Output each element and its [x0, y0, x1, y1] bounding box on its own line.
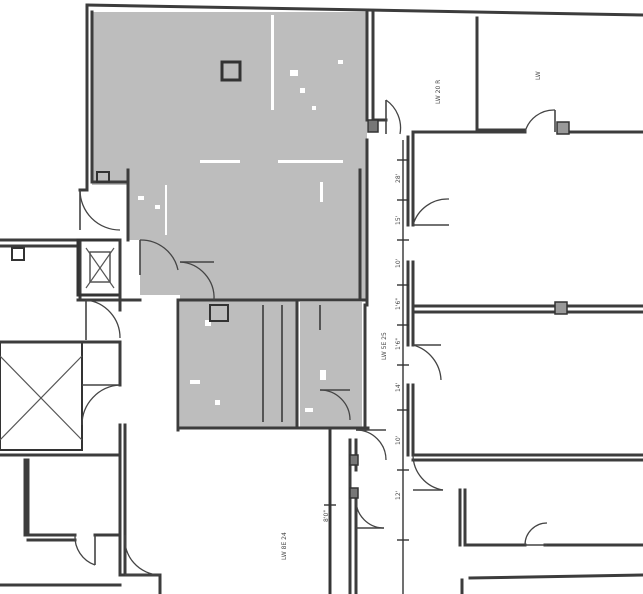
dim-mark-3: 1'6": [395, 298, 402, 310]
dim-mark-4: 1'6": [395, 338, 402, 350]
dim-mark-8: 8'0": [323, 510, 330, 522]
label-top-office: LW 20 R: [435, 80, 442, 104]
dim-mark-2: 10': [395, 258, 402, 268]
shaded-suite: [92, 12, 367, 440]
walls: [0, 3, 643, 594]
label-corridor: LW 5E 25: [381, 332, 388, 360]
stair-box: [0, 341, 83, 451]
dimension-line: [324, 140, 409, 594]
dim-mark-6: 10': [395, 435, 402, 445]
dim-mark-7: 12': [395, 490, 402, 500]
column-square: [220, 60, 242, 82]
label-lower-corridor: LW 8E 24: [281, 532, 288, 560]
dim-mark-1: 15': [395, 215, 402, 225]
shading-blemishes: [138, 15, 359, 440]
plan-labels: LW 20 R LW LW 5E 25 LW 8E 24 28' 15' 10'…: [281, 71, 542, 560]
label-upper-right-office: LW: [535, 71, 542, 80]
dim-mark-0: 28': [395, 173, 402, 183]
doors: [74, 99, 556, 576]
dim-mark-5: 14': [395, 382, 402, 392]
